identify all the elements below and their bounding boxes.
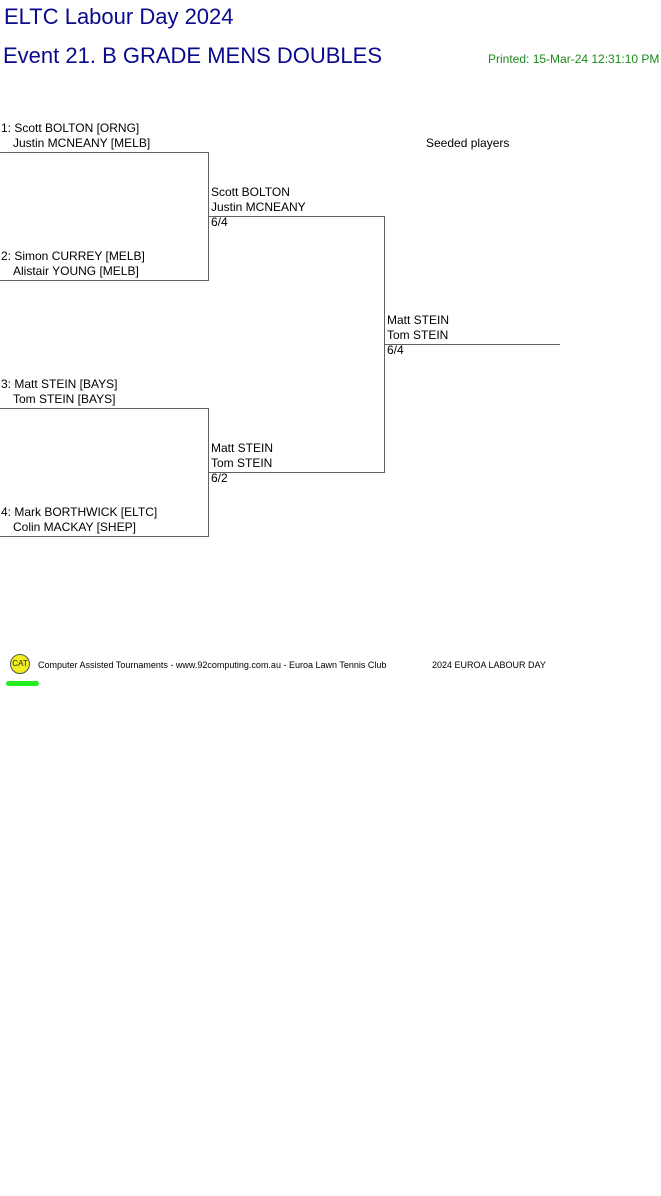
logo-underline <box>6 681 39 686</box>
entry-player-2: Tom STEIN [BAYS] <box>13 392 116 406</box>
winner-player-2: Tom STEIN <box>387 328 449 342</box>
bracket-line <box>209 472 385 473</box>
footer-credit: Computer Assisted Tournaments - www.92co… <box>38 660 387 670</box>
bracket-line <box>385 344 560 345</box>
entry-player-1: 2: Simon CURREY [MELB] <box>1 249 145 263</box>
bracket-line <box>0 152 209 153</box>
tournament-title: ELTC Labour Day 2024 <box>4 4 234 29</box>
entry-player-2: Alistair YOUNG [MELB] <box>13 264 139 278</box>
match-score: 6/4 <box>211 215 228 229</box>
winner-player-1: Matt STEIN <box>211 441 274 455</box>
winner-player-2: Tom STEIN <box>211 456 273 470</box>
winner-player-1: Scott BOLTON <box>211 185 290 199</box>
entry-player-2: Justin MCNEANY [MELB] <box>13 136 151 150</box>
event-title: Event 21. B GRADE MENS DOUBLES <box>3 43 383 68</box>
winner-player-1: Matt STEIN <box>387 313 450 327</box>
footer-event-name: 2024 EUROA LABOUR DAY <box>432 660 546 670</box>
bracket-line <box>0 408 209 409</box>
match-score: 6/4 <box>387 343 404 357</box>
entry-player-1: 1: Scott BOLTON [ORNG] <box>1 121 140 135</box>
entry-player-1: 3: Matt STEIN [BAYS] <box>1 377 118 391</box>
bracket-connector <box>384 216 385 472</box>
seeded-players-label: Seeded players <box>426 136 510 150</box>
entry-player-1: 4: Mark BORTHWICK [ELTC] <box>1 505 158 519</box>
cat-logo: CAT <box>10 654 30 674</box>
bracket-line <box>0 280 209 281</box>
bracket-connector <box>208 152 209 280</box>
match-score: 6/2 <box>211 471 228 485</box>
bracket-line <box>209 216 385 217</box>
printed-timestamp: Printed: 15-Mar-24 12:31:10 PM <box>488 52 660 66</box>
winner-player-2: Justin MCNEANY <box>211 200 306 214</box>
bracket-line <box>0 536 209 537</box>
bracket-connector <box>208 408 209 536</box>
entry-player-2: Colin MACKAY [SHEP] <box>13 520 136 534</box>
